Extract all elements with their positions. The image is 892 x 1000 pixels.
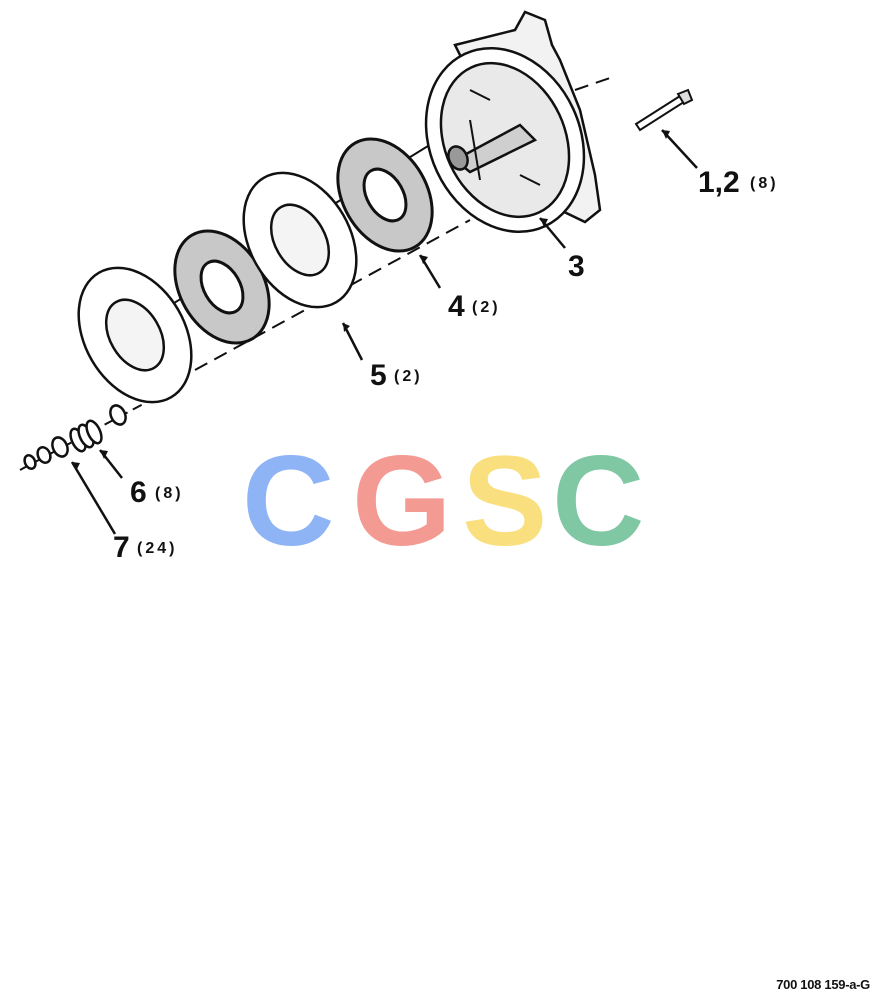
housing-part xyxy=(424,10,602,233)
watermark-letter-c2: C xyxy=(552,430,644,573)
washer-part xyxy=(23,436,69,470)
callout-quantity: (24) xyxy=(137,540,177,557)
watermark-letter-g: G xyxy=(352,430,452,573)
friction-disc-lower xyxy=(173,229,271,345)
callout-quantity: (2) xyxy=(394,368,423,385)
watermark-letter-s: S xyxy=(462,430,547,573)
watermark-letter-c1: C xyxy=(242,430,334,573)
leader-arrowheads xyxy=(72,130,670,471)
callout-number: 7 xyxy=(113,531,130,564)
callout-number: 3 xyxy=(568,250,585,283)
callout-3: 3 xyxy=(568,250,585,283)
callout-number: 1,2 xyxy=(698,166,740,199)
bolt-part xyxy=(634,88,694,132)
callout-quantity: (8) xyxy=(750,175,779,192)
callout-4: 4 (2) xyxy=(448,290,501,323)
callout-number: 4 xyxy=(448,290,465,323)
callout-5: 5 (2) xyxy=(370,359,423,392)
cgsc-watermark: C G S C xyxy=(242,430,644,573)
callout-number: 5 xyxy=(370,359,387,392)
friction-disc-upper xyxy=(336,137,434,253)
callout-quantity: (2) xyxy=(472,299,501,316)
callout-7: 7 (24) xyxy=(113,531,177,564)
callout-1-2: 1,2 (8) xyxy=(698,166,779,199)
callout-quantity: (8) xyxy=(155,485,184,502)
pressure-plate-upper xyxy=(242,171,358,309)
callout-number: 6 xyxy=(130,476,147,509)
callout-6: 6 (8) xyxy=(130,476,184,509)
pressure-plate-lower xyxy=(77,266,193,404)
figure-id-label: 700 108 159-a-G xyxy=(776,977,870,992)
spring-part xyxy=(69,404,127,453)
